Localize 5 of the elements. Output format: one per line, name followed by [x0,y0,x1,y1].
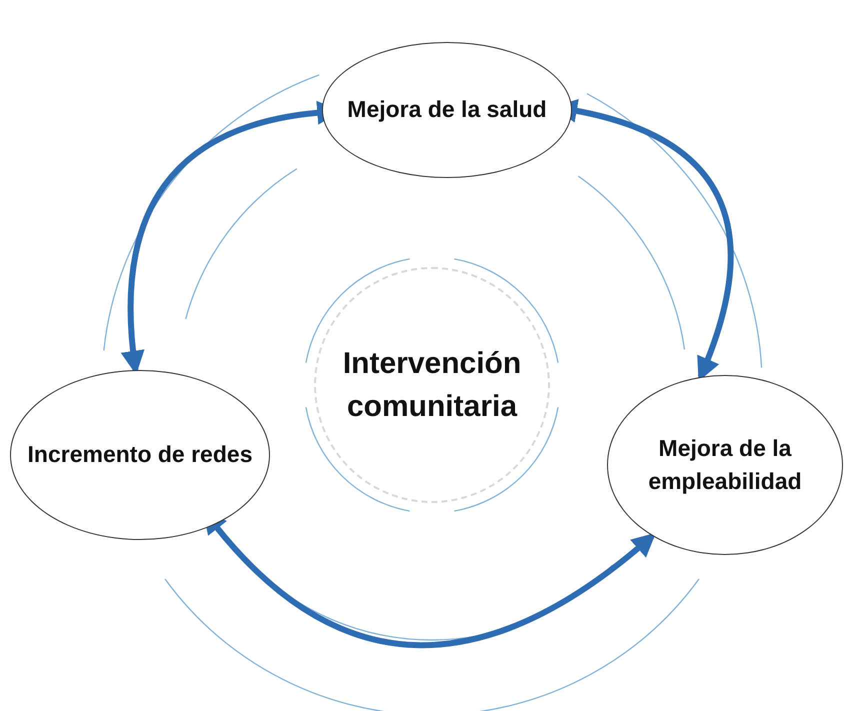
node-label: Mejora de la empleabilidad [647,434,803,496]
node-label: Mejora de la salud [346,95,548,124]
node-label: Incremento de redes [26,440,254,470]
node-label: Intervención comunitaria [342,346,522,425]
dashed-circle [314,267,550,503]
